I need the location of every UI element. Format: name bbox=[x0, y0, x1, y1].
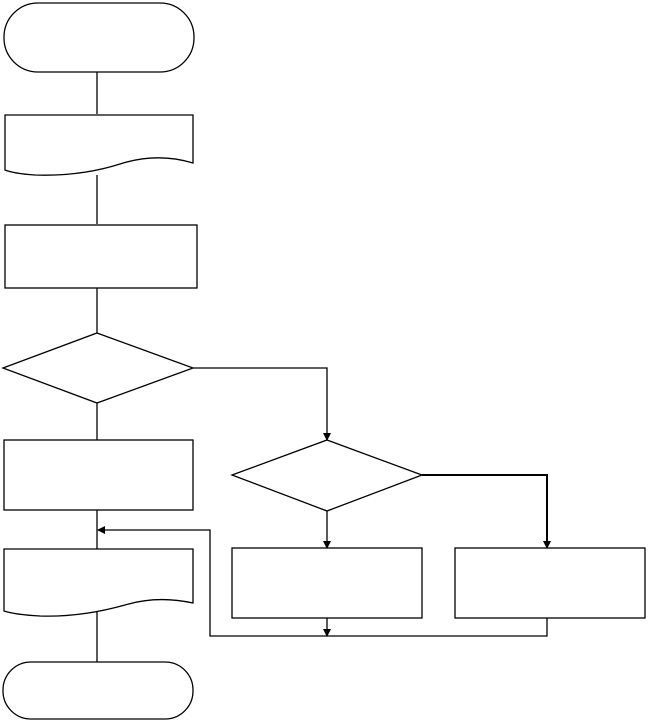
connector-decision-2-to-process-4 bbox=[422, 474, 551, 549]
process-box-4 bbox=[454, 547, 646, 619]
terminator-start bbox=[3, 2, 195, 73]
document-shape-2 bbox=[3, 548, 194, 617]
terminator-end bbox=[2, 661, 194, 720]
decision-diamond-1 bbox=[1, 332, 195, 404]
connector-merge-to-doc-2 bbox=[97, 526, 548, 637]
process-box-3 bbox=[231, 547, 423, 619]
process-box-1 bbox=[4, 224, 198, 289]
document-shape-1 bbox=[4, 114, 194, 176]
process-box-2 bbox=[3, 439, 194, 511]
decision-diamond-2 bbox=[230, 439, 424, 512]
connector-decision-1-to-decision-2 bbox=[193, 367, 331, 441]
